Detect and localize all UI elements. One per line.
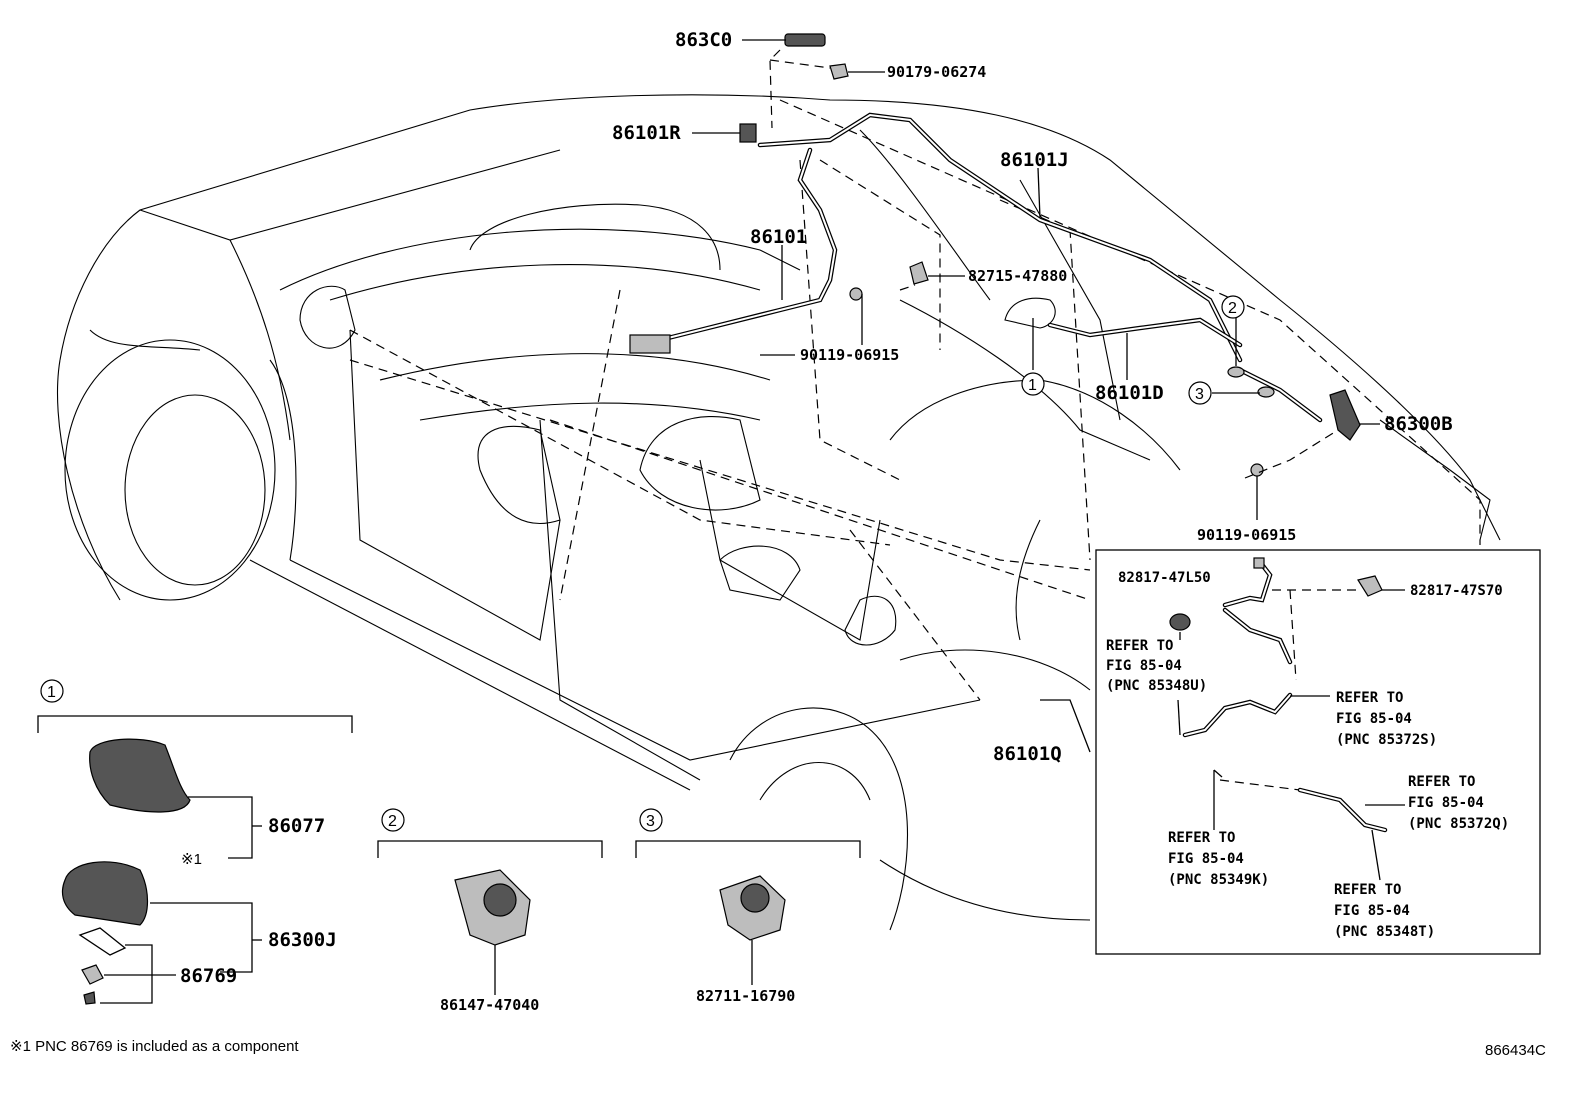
main-labels: 863C0 90179-06274 86101R 86101J 86101 82…	[612, 29, 1453, 765]
refer-85372q-line1: REFER TO	[1408, 774, 1475, 790]
inset-1-antenna-assembly: 1 86077 ※1 86300J 86769	[37, 679, 353, 1005]
bolt-90119-part-a	[849, 287, 863, 301]
refer-85348t-line3: (PNC 85348T)	[1334, 924, 1435, 940]
refer-85372s-line2: FIG 85-04	[1336, 711, 1412, 727]
gasket-86769	[78, 927, 127, 956]
bolt-90119-part-b	[1250, 463, 1264, 477]
clip-3-on-car	[1257, 386, 1275, 398]
inset-2-clamp: 2 86147-47040	[377, 808, 603, 1014]
leader-lines-top	[692, 39, 1380, 753]
refer-85348t-line1: REFER TO	[1334, 882, 1401, 898]
refer-85372s-line3: (PNC 85372S)	[1336, 732, 1437, 748]
mounted-parts	[629, 33, 1361, 477]
label-90179-06274: 90179-06274	[887, 63, 986, 81]
refer-85348t-line2: FIG 85-04	[1334, 903, 1410, 919]
inset-1-callout	[40, 679, 64, 703]
amplifier-86101r-part	[739, 123, 757, 143]
refer-85349k-line2: FIG 85-04	[1168, 851, 1244, 867]
nut-86769	[81, 964, 104, 985]
label-86769: 86769	[180, 965, 237, 987]
car-body-outline	[56, 94, 1501, 931]
inset-2-callout-text: 2	[388, 813, 397, 830]
clip-2-on-car	[1227, 366, 1245, 378]
callout-1-main-text: 1	[1028, 377, 1037, 394]
inset-3-callout-text: 3	[646, 813, 655, 830]
refer-85348u: REFER TO FIG 85-04 (PNC 85348U)	[1106, 638, 1207, 694]
grommet-82817-47s70	[1357, 575, 1383, 597]
refer-85372s: REFER TO FIG 85-04 (PNC 85372S)	[1336, 690, 1437, 748]
grommet-82817-47l50	[1169, 613, 1191, 631]
label-mark1: ※1	[181, 851, 202, 868]
refer-85372q-line3: (PNC 85372Q)	[1408, 816, 1509, 832]
callout-3-main	[1188, 381, 1212, 405]
label-86147-47040: 86147-47040	[440, 996, 539, 1014]
refer-85372q: REFER TO FIG 85-04 (PNC 85372Q)	[1408, 774, 1509, 832]
inset-2-callout	[381, 808, 405, 832]
label-86101d: 86101D	[1095, 382, 1164, 404]
detail-box-frame	[1095, 549, 1541, 955]
label-82711-16790: 82711-16790	[696, 987, 795, 1005]
label-90119-06915-bottom: 90119-06915	[1197, 526, 1296, 544]
label-86300j: 86300J	[268, 929, 337, 951]
label-86300b: 86300B	[1384, 413, 1453, 435]
antenna-base-86300j	[61, 861, 149, 926]
label-82715-47880: 82715-47880	[968, 267, 1067, 285]
screw-86769	[83, 991, 96, 1005]
antenna-cover-86077	[89, 738, 191, 813]
antenna-cables	[637, 112, 1323, 423]
label-86101j: 86101J	[1000, 149, 1069, 171]
connector-863c0-part	[784, 33, 826, 47]
refer-85372s-line1: REFER TO	[1336, 690, 1403, 706]
inset-3-clamp: 3 82711-16790	[635, 808, 861, 1005]
clamp-82711-16790-cable	[740, 883, 770, 913]
inset-3-callout	[639, 808, 663, 832]
inset-1-callout-text: 1	[47, 684, 56, 701]
callout-2-main-text: 2	[1228, 300, 1237, 317]
refer-85372q-line2: FIG 85-04	[1408, 795, 1484, 811]
label-86101r: 86101R	[612, 122, 681, 144]
callout-2-main	[1221, 295, 1245, 319]
refer-85348u-line3: (PNC 85348U)	[1106, 678, 1207, 694]
antenna-86300b-part	[1329, 389, 1361, 441]
label-82817-47s70: 82817-47S70	[1410, 583, 1503, 599]
label-90119-06915-top: 90119-06915	[800, 346, 899, 364]
rear-harness-detail-box: 82817-47L50 82817-47S70 REFER TO FIG 85-…	[1095, 549, 1541, 955]
label-86101: 86101	[750, 226, 807, 248]
diagram-id: 866434C	[1485, 1042, 1546, 1059]
refer-85349k-line1: REFER TO	[1168, 830, 1235, 846]
refer-85348u-line2: FIG 85-04	[1106, 658, 1182, 674]
clip-90179-part	[829, 63, 849, 80]
callout-3-main-text: 3	[1195, 386, 1204, 403]
label-86101q: 86101Q	[993, 743, 1062, 765]
connector-86101-part	[629, 334, 671, 354]
refer-85348u-line1: REFER TO	[1106, 638, 1173, 654]
refer-85349k: REFER TO FIG 85-04 (PNC 85349K)	[1168, 830, 1269, 888]
connector-top-detail	[1253, 557, 1265, 569]
label-863c0: 863C0	[675, 29, 732, 51]
callout-1-main	[1021, 372, 1045, 396]
clamp-86147-47040-cable	[483, 883, 517, 917]
refer-85348t: REFER TO FIG 85-04 (PNC 85348T)	[1334, 882, 1435, 940]
clamp-82715-part	[909, 261, 929, 285]
label-86077: 86077	[268, 815, 325, 837]
footnote: ※1 PNC 86769 is included as a component	[10, 1038, 299, 1055]
label-82817-47l50: 82817-47L50	[1118, 570, 1211, 586]
refer-85349k-line3: (PNC 85349K)	[1168, 872, 1269, 888]
